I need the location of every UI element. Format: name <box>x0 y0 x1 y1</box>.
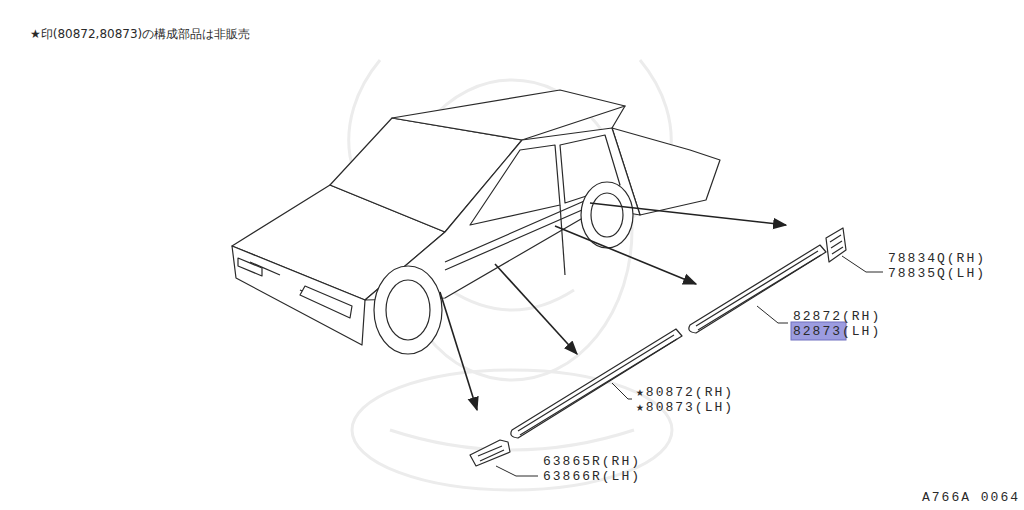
fender-molding-end <box>470 440 510 466</box>
leader-line <box>496 256 883 476</box>
car-outline <box>232 90 720 354</box>
figure-number: A766A 0064 <box>922 490 1020 505</box>
part-number: 63866R(LH) <box>543 469 641 484</box>
part-number: 78834Q(RH) <box>888 251 986 266</box>
molding-parts <box>470 228 846 466</box>
part-number: 82872(RH) <box>793 309 881 324</box>
note-text: ★印(80872,80873)の構成部品は非販売 <box>30 27 250 42</box>
part-number: 78835Q(LH) <box>888 266 986 281</box>
part-number: ★80873(LH) <box>636 400 734 415</box>
location-arrow <box>440 203 786 410</box>
front-door-molding <box>511 329 682 438</box>
part-number: ★80872(RH) <box>636 385 734 400</box>
part-number: 82873(LH) <box>793 324 881 339</box>
part-number: 63865R(RH) <box>543 454 641 469</box>
